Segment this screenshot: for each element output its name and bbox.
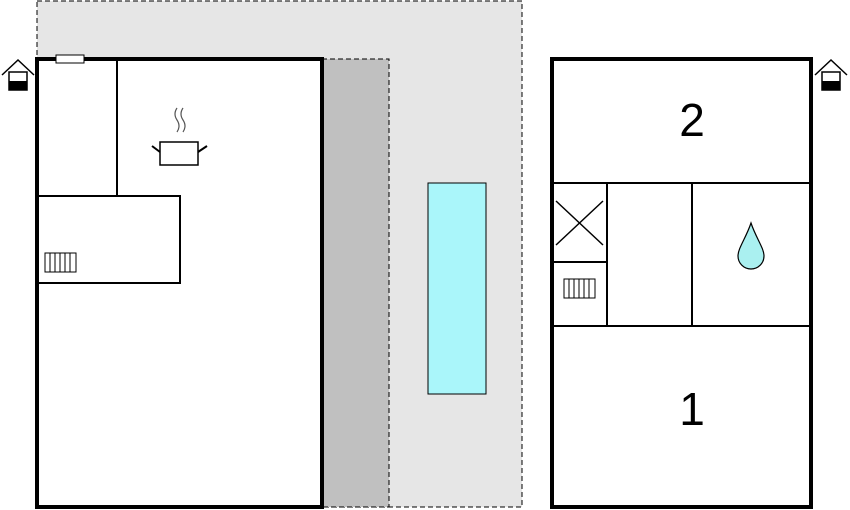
water-drop-icon <box>737 221 765 270</box>
left-building <box>35 54 324 509</box>
swimming-pool <box>427 182 487 395</box>
toilet-cross-icon <box>555 200 604 246</box>
room-label-1: 1 <box>679 383 705 435</box>
covered-terrace <box>321 58 390 508</box>
room-label-2: 2 <box>679 94 705 146</box>
radiator-icon <box>44 252 77 273</box>
cooking-pot-icon <box>151 107 208 166</box>
window-icon <box>55 54 85 64</box>
right-building: 2 1 <box>550 57 813 509</box>
entrance-icon <box>814 58 848 91</box>
entrance-icon <box>1 58 35 91</box>
radiator-icon <box>563 278 596 299</box>
